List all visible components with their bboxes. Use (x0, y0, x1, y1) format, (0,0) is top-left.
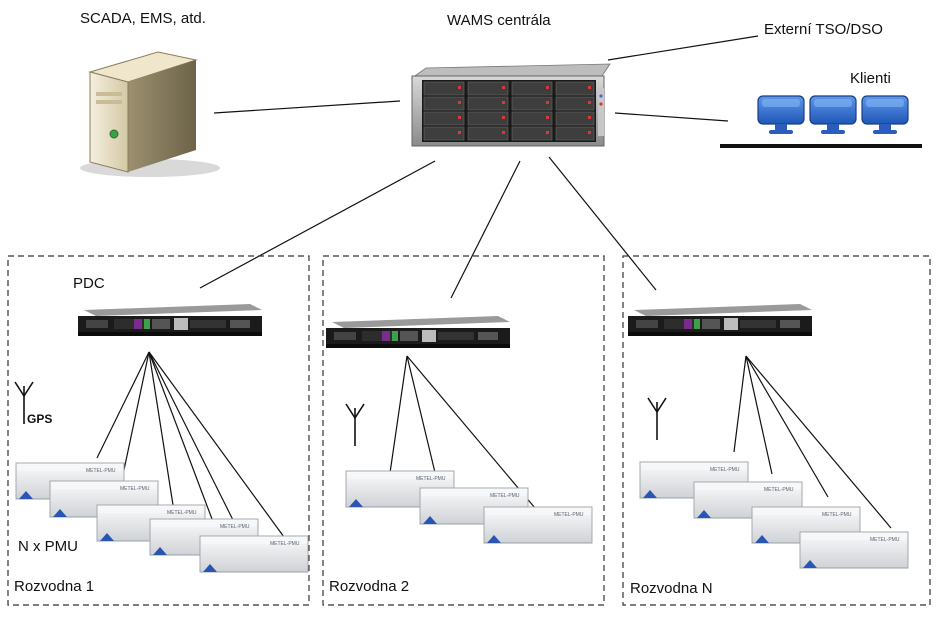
substation-label-2: Rozvodna 2 (329, 578, 410, 595)
clients-label: Klienti (850, 70, 891, 87)
pmu-stack-2 (345, 470, 593, 544)
substation-box-1 (7, 255, 310, 606)
pdc-server-icon-1 (78, 304, 262, 336)
pmu-brand-tag: METEL-PMU (270, 541, 300, 547)
external-tso-label: Externí TSO/DSO (764, 21, 883, 38)
wams-central-label: WAMS centrála (447, 12, 551, 29)
scada-label: SCADA, EMS, atd. (80, 10, 206, 27)
client-monitor-icon (809, 95, 857, 135)
substation-box-n (622, 255, 931, 606)
pdc-label: PDC (73, 275, 105, 292)
pmu-brand-tag: METEL-PMU (86, 468, 116, 474)
gps-antenna-icon-n (647, 397, 667, 441)
gps-label: GPS (27, 412, 53, 426)
pmu-brand-tag: METEL-PMU (416, 476, 446, 482)
pmu-brand-tag: METEL-PMU (120, 486, 150, 492)
pdc-server-icon-n (628, 304, 812, 336)
clients-group (720, 95, 922, 148)
pmu-brand-tag: METEL-PMU (710, 467, 740, 473)
substation-boxes (7, 255, 931, 606)
pmu-brand-tag: METEL-PMU (870, 537, 900, 543)
n-x-pmu-label: N x PMU (18, 538, 78, 555)
pmu-brand-tag: METEL-PMU (764, 487, 794, 493)
pmu-brand-tag: METEL-PMU (822, 512, 852, 518)
pmu-brand-tag: METEL-PMU (554, 512, 584, 518)
pmu-stack-n (639, 461, 909, 569)
pmu-brand-tag: METEL-PMU (167, 510, 197, 516)
substation-box-2 (322, 255, 605, 606)
substation-label-1: Rozvodna 1 (14, 578, 95, 595)
substation-label-n: Rozvodna N (630, 580, 713, 597)
pdc-server-icon-2 (326, 316, 510, 348)
pmu-brand-tag: METEL-PMU (220, 524, 250, 530)
scada-server-icon (80, 51, 220, 177)
wams-central-server-icon (410, 63, 611, 147)
client-monitor-icon (861, 95, 909, 135)
pmu-stack-1 (15, 462, 309, 573)
gps-antenna-icon-2 (345, 403, 365, 447)
pmu-brand-tag: METEL-PMU (490, 493, 520, 499)
client-monitor-icon (757, 95, 805, 135)
connection-lines (96, 35, 892, 538)
